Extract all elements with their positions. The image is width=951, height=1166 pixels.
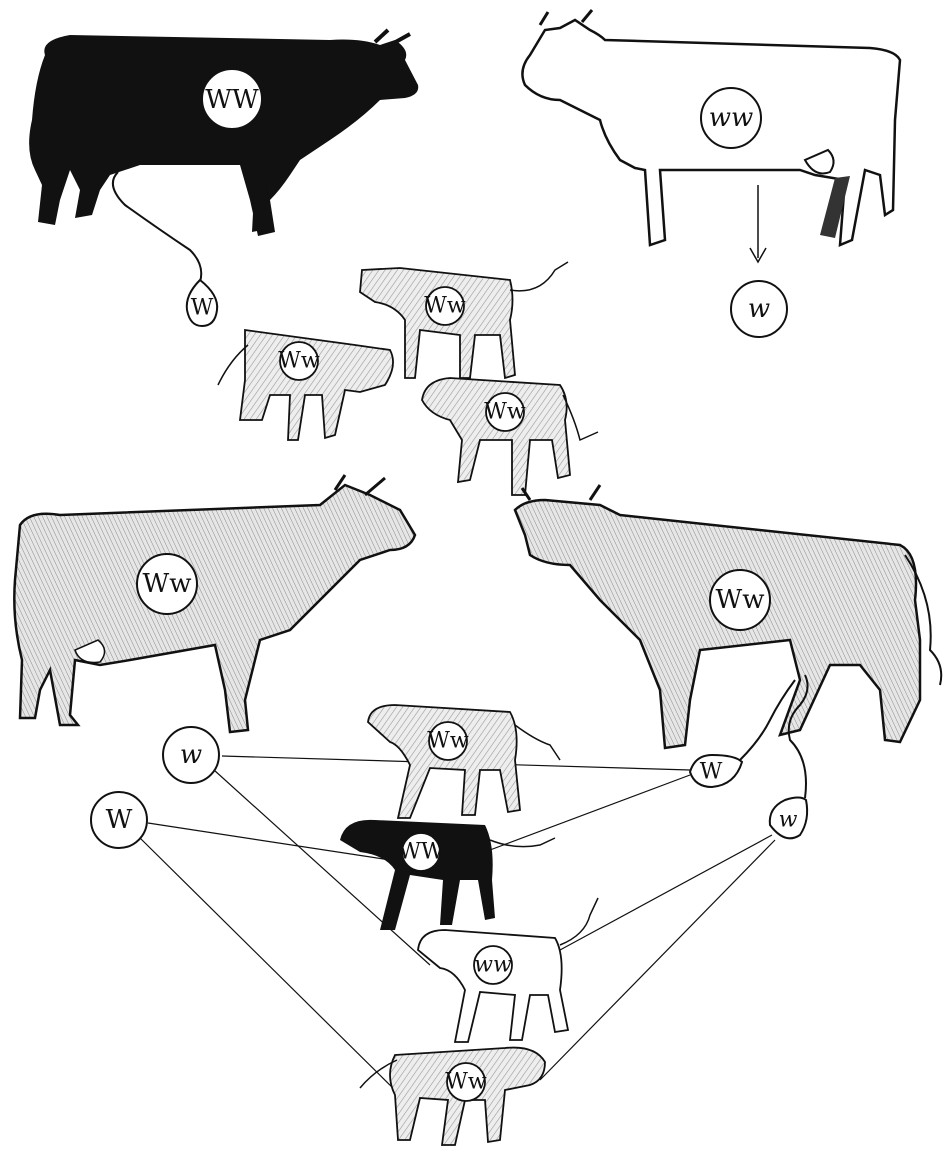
f1-roan-bull: Ww bbox=[515, 485, 941, 748]
white-cow: ww bbox=[522, 10, 900, 245]
f1-roan-cow: Ww bbox=[14, 475, 415, 732]
bull-sperm-w-label: w bbox=[779, 808, 798, 833]
cow-gamete-w-label: w bbox=[180, 740, 202, 770]
cross-lines bbox=[140, 756, 775, 1095]
sperm-tail bbox=[113, 172, 201, 282]
f2-calf-black-genotype-label: WW bbox=[398, 840, 444, 865]
f1-calf-3-tail bbox=[563, 395, 598, 440]
white-cow-genotype-label: ww bbox=[709, 103, 754, 133]
f1-roan-bull-horn bbox=[522, 485, 600, 500]
f2-calf-roan-1-genotype-label: Ww bbox=[427, 729, 469, 754]
egg-gamete-w: w bbox=[731, 185, 787, 337]
line-sperm-w-to-Ww-calf bbox=[540, 840, 775, 1080]
cow-gamete-W: W bbox=[91, 792, 147, 848]
egg-gamete-label: w bbox=[748, 294, 770, 324]
f2-calf-roan-2-genotype-label: Ww bbox=[445, 1070, 487, 1095]
f1-roan-cow-body bbox=[14, 485, 415, 732]
black-bull-body bbox=[29, 35, 418, 236]
f1-roan-cow-genotype-label: Ww bbox=[143, 569, 192, 599]
f1-calf-2-genotype-label: Ww bbox=[278, 349, 320, 374]
line-W-to-Ww-calf bbox=[140, 838, 400, 1095]
black-bull-genotype-label: WW bbox=[205, 85, 259, 115]
f1-calf-2: Ww bbox=[218, 330, 393, 440]
f1-roan-bull-body bbox=[515, 500, 920, 748]
cow-gamete-w: w bbox=[163, 727, 219, 783]
black-bull-horn bbox=[375, 30, 410, 44]
cow-gamete-W-label: W bbox=[106, 805, 133, 835]
f2-calf-roan-1-tail bbox=[515, 725, 560, 760]
f2-calf-black-tail bbox=[490, 838, 555, 847]
sperm-gamete-W: W bbox=[113, 172, 217, 326]
white-cow-horn bbox=[540, 10, 592, 25]
f1-calf-3: Ww bbox=[422, 378, 598, 495]
f1-calf-1-genotype-label: Ww bbox=[424, 294, 466, 319]
bull-sperm-W-label: W bbox=[700, 760, 723, 785]
black-bull: WW bbox=[29, 30, 418, 236]
f1-roan-bull-genotype-label: Ww bbox=[716, 585, 765, 615]
f2-calf-white-genotype-label: ww bbox=[474, 953, 512, 978]
f1-calf-3-genotype-label: Ww bbox=[484, 400, 526, 425]
f1-calf-1-tail bbox=[510, 262, 568, 291]
line-sperm-W-to-WW-calf bbox=[490, 775, 690, 850]
line-sperm-w-to-ww-calf bbox=[560, 835, 772, 950]
f1-calf-2-body bbox=[240, 330, 393, 440]
f2-calf-white-tail bbox=[560, 898, 598, 945]
f1-calf-2-tail bbox=[218, 345, 248, 385]
sperm-gamete-label: W bbox=[191, 296, 214, 321]
f2-calf-roan-2: Ww bbox=[360, 1048, 545, 1145]
